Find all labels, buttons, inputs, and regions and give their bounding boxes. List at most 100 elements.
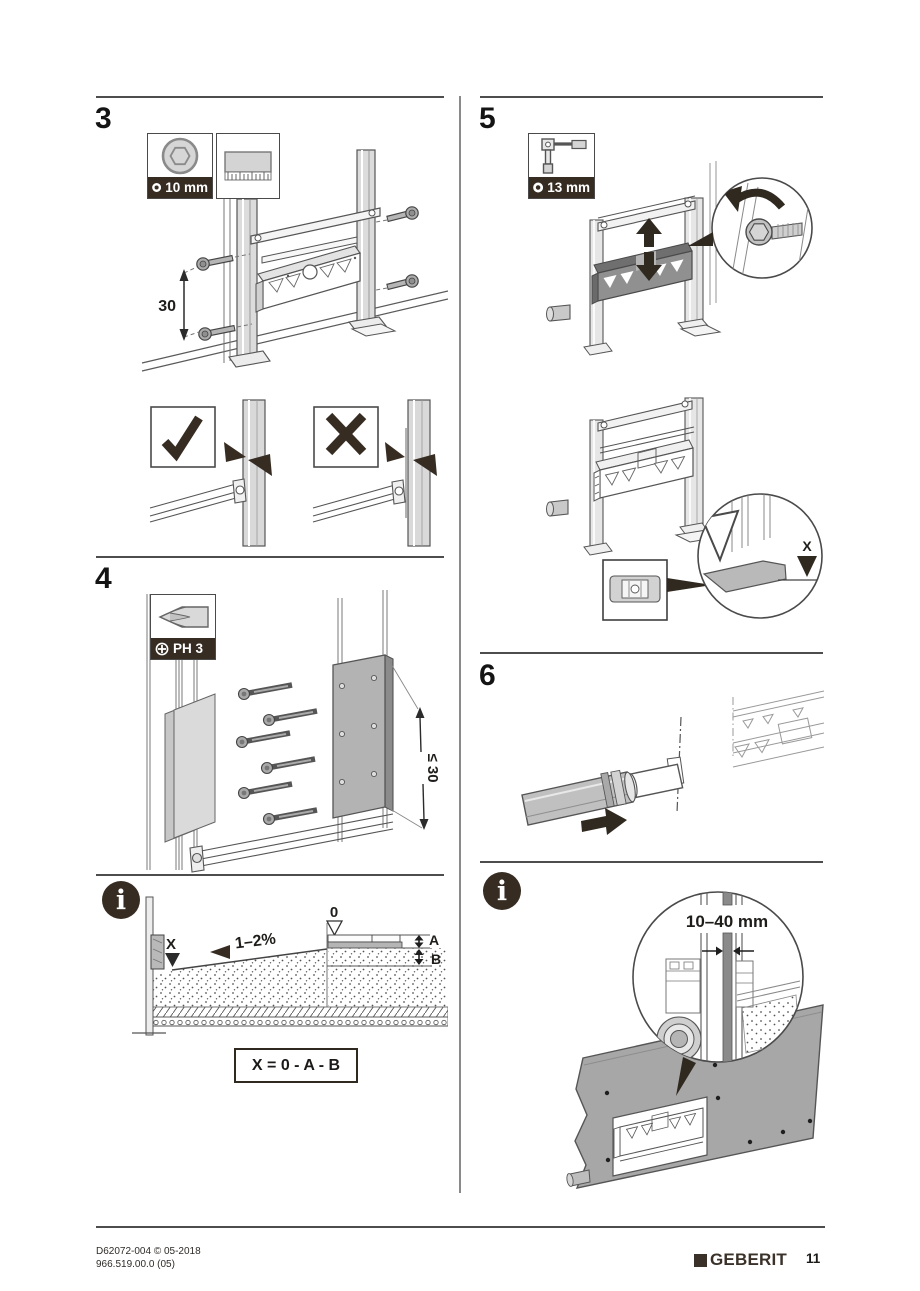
pipe-stub [546, 304, 571, 322]
rule-right-top [480, 96, 823, 98]
svg-text:30: 30 [158, 298, 176, 315]
gap-dimension [702, 946, 754, 956]
magnifier-pointer [676, 1057, 696, 1096]
zero-marker-triangle [325, 920, 344, 937]
drain-channel-gray [591, 242, 693, 305]
rule-right-mid [480, 652, 823, 654]
wall-bracket [150, 934, 165, 970]
dimension-a: A [414, 932, 439, 948]
leader-dashes [183, 219, 388, 338]
svg-text:≤ 30: ≤ 30 [424, 753, 441, 782]
channel-in-cutout [613, 1107, 704, 1162]
doc-code: D62072-004 © 05-2018 [96, 1246, 201, 1257]
wrong-mounting-panel [312, 399, 437, 547]
wood-screws [235, 682, 318, 826]
drain-pipe [521, 769, 636, 826]
frame-part-right [735, 960, 754, 1008]
step-3-drawing: 30 [141, 149, 448, 372]
tool-size-label: 10 mm [165, 180, 208, 195]
slope-line [171, 948, 328, 971]
insert-arrow [581, 808, 627, 835]
socket-ring-icon [533, 182, 544, 193]
magnifier-pointer [688, 232, 713, 246]
step-3-heading: 3 [95, 102, 112, 135]
footer-doc-info: D62072-004 © 05-2018 966.519.00.0 (05) [96, 1245, 201, 1271]
floor-slope-diagram: X 1–2% 0 A B [132, 896, 448, 1036]
finished-floor [327, 934, 403, 949]
step-5-heading: 5 [479, 102, 496, 135]
wall-centerline [676, 716, 682, 814]
wall-section [132, 896, 166, 1036]
article-number: 966.519.00.0 (05) [96, 1259, 175, 1270]
svg-text:B: B [431, 951, 441, 967]
hex-socket-icon [148, 134, 212, 177]
wall-clearance-drawing: 10–40 mm [566, 891, 824, 1189]
pipe-stub [566, 1169, 591, 1187]
dimension-le-30: ≤ 30 [386, 656, 441, 830]
step-5-drawing-adjust [546, 161, 813, 356]
stud-detail-gap [312, 399, 431, 547]
rotate-arrow [734, 188, 786, 210]
top-rail [250, 207, 381, 245]
rule-left-info [96, 874, 444, 876]
info-icon: i [483, 872, 521, 910]
gap-band [722, 932, 733, 1062]
tool-size-badge: 10 mm [148, 177, 212, 198]
svg-text:A: A [429, 932, 439, 948]
fastening-screws [196, 206, 419, 341]
press-arrow-left [224, 442, 246, 462]
x-marker-triangle [797, 556, 817, 577]
dimension-30: 30 [158, 269, 189, 341]
rule-left-mid [96, 556, 444, 558]
slope-label: 1–2% [234, 931, 277, 953]
socket-wrench-icon [529, 134, 594, 177]
press-arrow-left [385, 442, 405, 462]
footer-rule [96, 1226, 825, 1228]
phillips-circle-icon [155, 642, 169, 655]
channel-foot [702, 560, 787, 593]
background-channel [732, 690, 825, 768]
frame-part-left [665, 958, 701, 1014]
drain-channel [255, 245, 361, 313]
press-arrow-right [248, 454, 272, 476]
formula-box: X = 0 - A - B [234, 1048, 358, 1083]
wall-profile-lines [223, 195, 231, 363]
geberit-logo-text: GEBERIT [710, 1250, 787, 1269]
pipe-stub [546, 499, 569, 517]
panel-screws [577, 1062, 813, 1181]
magnifier-content-x: X [700, 494, 822, 593]
channel-triangle [700, 509, 740, 563]
toolbox-hex-socket: 10 mm [147, 133, 213, 199]
ground-lines [141, 290, 448, 372]
level-bubble [630, 584, 640, 594]
tool-size-badge: 13 mm [529, 177, 594, 198]
step-4-drawing: ≤ 30 [146, 590, 441, 873]
right-stud [347, 149, 397, 337]
socket-ring-icon [152, 183, 162, 192]
drain-channel-outline [593, 439, 694, 502]
height-adjust-arrows [636, 218, 662, 281]
screed-sloped [153, 949, 327, 1007]
toolbox-ruler [216, 133, 280, 199]
rule-right-info [480, 861, 823, 863]
top-rail [597, 400, 695, 454]
info-icon: i [102, 881, 140, 919]
step-6-heading: 6 [479, 659, 496, 692]
gap-dimension-label: 10–40 mm [686, 912, 768, 931]
inset-pointer [667, 578, 712, 592]
info-glyph: i [115, 884, 127, 916]
tool-size-label: 13 mm [547, 180, 590, 195]
geberit-logo: GEBERIT [694, 1250, 787, 1270]
bottom-rail [189, 813, 394, 873]
ruler-icon [217, 134, 279, 198]
correct-mounting-panel [149, 399, 272, 547]
press-arrow-right [413, 454, 437, 476]
page-number: 11 [806, 1251, 821, 1266]
protection-sheets [164, 693, 216, 843]
check-icon [161, 415, 203, 462]
magnifier-content-nut [723, 182, 811, 278]
zero-label: 0 [330, 904, 338, 921]
dimension-b: B [414, 949, 441, 967]
rule-left-top [96, 96, 444, 98]
toolbox-phillips: PH 3 [150, 594, 216, 660]
